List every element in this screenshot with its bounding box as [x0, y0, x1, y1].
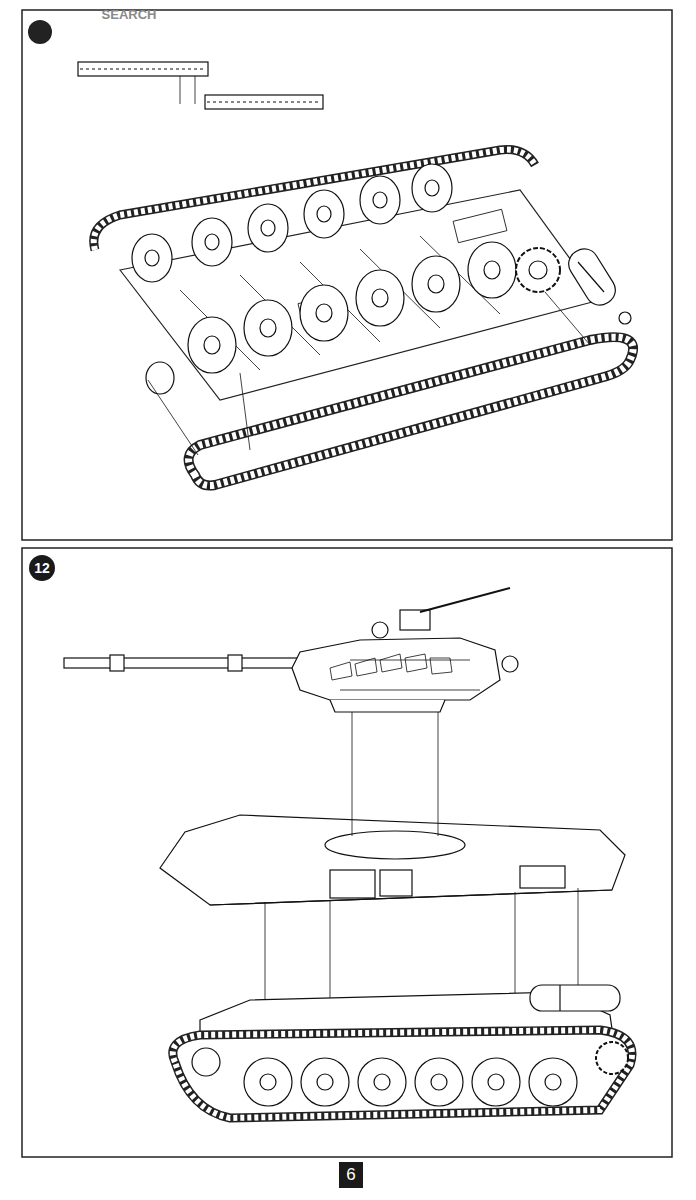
idler-wheel: [146, 362, 174, 394]
near-track: [189, 337, 634, 485]
watermark: SEARCH: [84, 5, 174, 23]
fuel-drum: [563, 244, 631, 324]
road-wheel: [188, 242, 516, 373]
road-wheel: [132, 164, 452, 282]
step-badge: [28, 20, 52, 44]
panel-frame: [22, 10, 672, 540]
drive-sprocket: [516, 248, 560, 292]
upper-hull: [160, 815, 625, 905]
guide-line: [265, 712, 578, 1032]
page-number-box: [339, 1162, 363, 1188]
reactive-armor: [330, 654, 452, 680]
panel-frame: [22, 548, 672, 1157]
drive-sprocket: [529, 261, 547, 279]
leader-line: [148, 292, 590, 455]
turret: [64, 588, 518, 712]
lower-hull: [120, 190, 600, 400]
page-number: 6: [339, 1162, 363, 1188]
road-wheel: [192, 1042, 628, 1106]
callout-number: 12: [29, 555, 55, 581]
track-segment: [78, 62, 323, 109]
track: [173, 1030, 632, 1118]
